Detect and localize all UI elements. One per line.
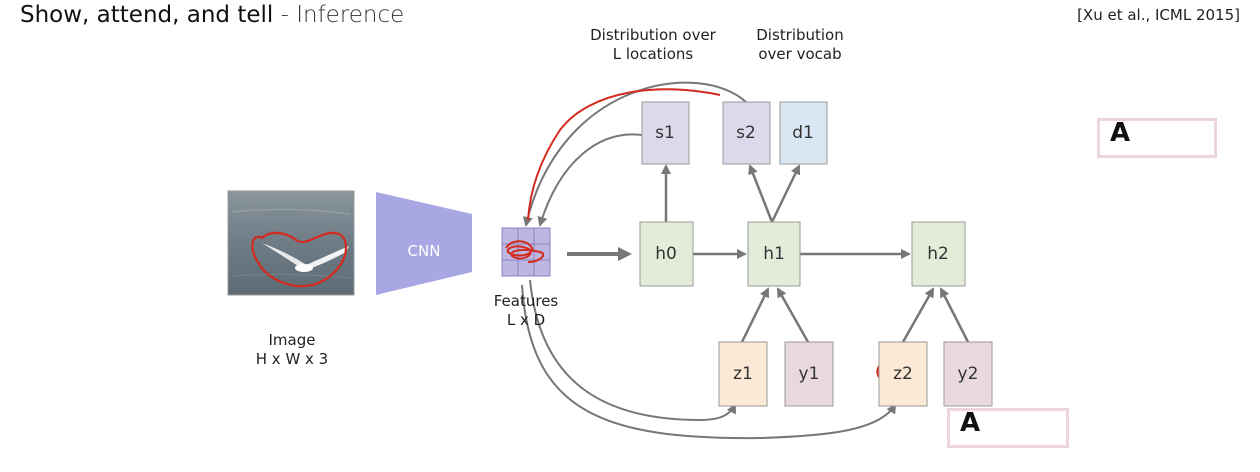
citation: [Xu et al., ICML 2015]	[1077, 6, 1240, 24]
node-s1: s1	[641, 101, 690, 165]
node-y2: y2	[943, 341, 993, 407]
arrow-y2-h2	[939, 287, 970, 343]
input-image	[227, 190, 355, 296]
node-h0: h0	[639, 221, 694, 287]
node-s2-label: s2	[736, 123, 756, 143]
node-z1: z1	[718, 341, 768, 407]
dist-vocab-line2: over vocab	[758, 45, 842, 63]
features-label: Features L x D	[484, 292, 568, 330]
arrow-y1-h1	[776, 287, 810, 343]
node-z2-label: z2	[893, 364, 913, 384]
arrow-h1-d1	[770, 164, 801, 223]
arrow-z1-h1	[740, 287, 770, 343]
node-h2: h2	[911, 221, 966, 287]
arrow-h1-s2	[748, 164, 774, 223]
output-word-box-bottom: A	[947, 408, 1069, 448]
attention-scribble-s2	[527, 88, 721, 221]
bird-shape	[262, 243, 349, 272]
arrow-z2-h2	[901, 287, 935, 343]
arrow-s1-features	[537, 133, 643, 227]
image-label: Image H x W x 3	[236, 331, 348, 369]
node-z1-label: z1	[733, 364, 753, 384]
image-label-line1: Image	[268, 331, 316, 349]
output-word-top: A	[1110, 118, 1131, 148]
dist-vocab-label: Distribution over vocab	[740, 26, 860, 64]
node-h1-label: h1	[763, 244, 785, 264]
dist-vocab-line1: Distribution	[756, 26, 844, 44]
output-word-bottom: A	[960, 408, 981, 438]
node-y1: y1	[784, 341, 834, 407]
image-label-line2: H x W x 3	[255, 350, 329, 368]
node-z2: z2	[878, 341, 928, 407]
attention-scribble-features	[505, 240, 545, 263]
node-d1: d1	[779, 101, 828, 165]
node-h0-label: h0	[655, 244, 677, 264]
title-suffix: - Inference	[273, 2, 405, 28]
dist-locations-label: Distribution over L locations	[578, 26, 728, 64]
output-word-box-top: A	[1097, 118, 1217, 158]
cnn-label: CNN	[408, 242, 441, 260]
attention-scribble-image	[251, 231, 348, 288]
arrow-s2-features	[522, 81, 747, 227]
node-h2-label: h2	[927, 244, 949, 264]
dist-locations-line2: L locations	[612, 45, 694, 63]
title-main: Show, attend, and tell	[20, 2, 274, 28]
node-s2: s2	[722, 101, 771, 165]
arrow-features-z2	[521, 284, 897, 440]
arrow-features-z1	[529, 279, 736, 422]
page-title: Show, attend, and tell - Inference	[20, 2, 404, 28]
dist-locations-line1: Distribution over	[590, 26, 716, 44]
node-s1-label: s1	[655, 123, 675, 143]
node-y2-label: y2	[958, 364, 979, 384]
node-y1-label: y1	[799, 364, 820, 384]
cnn-block: CNN	[376, 192, 472, 295]
node-h1: h1	[747, 221, 801, 287]
features-label-line2: L x D	[506, 311, 546, 329]
feature-grid	[501, 227, 551, 277]
node-d1-label: d1	[792, 123, 814, 143]
features-label-line1: Features	[493, 292, 559, 310]
